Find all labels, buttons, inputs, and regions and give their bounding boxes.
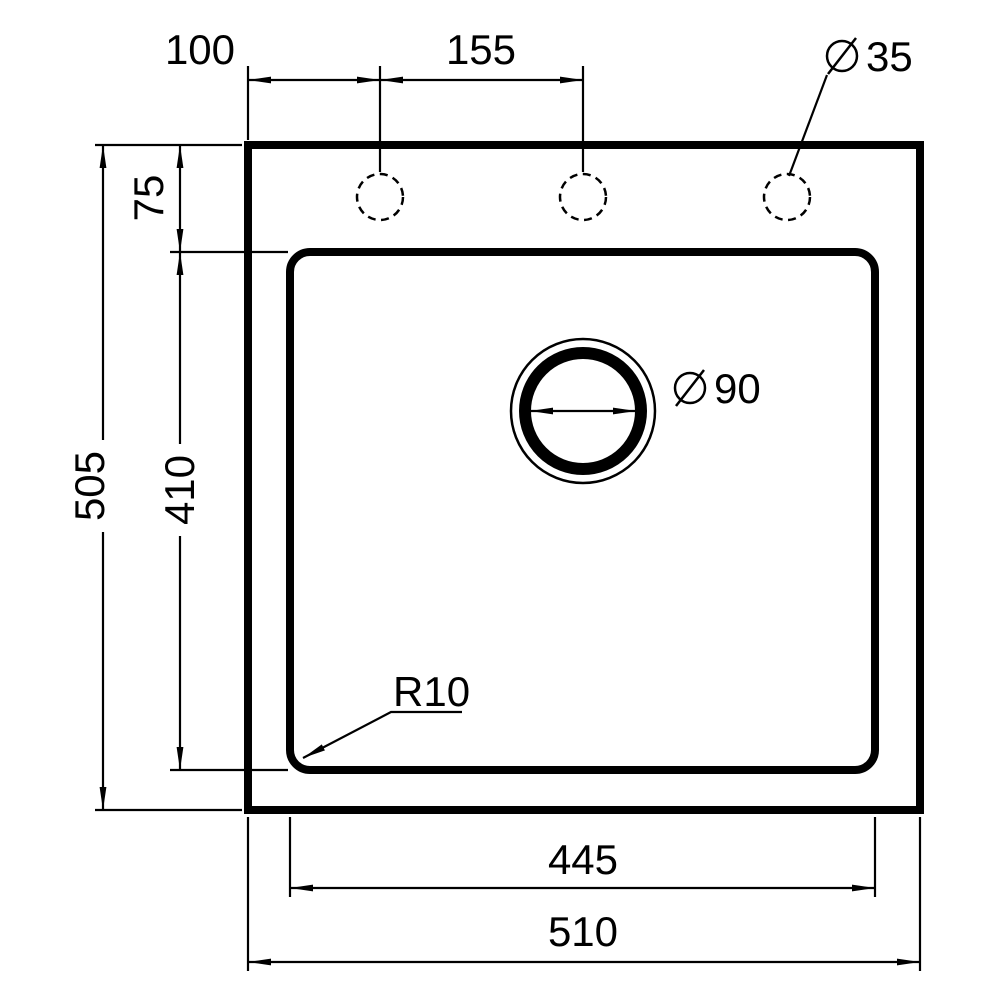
dim-label-100: 100 xyxy=(165,26,235,73)
sink-outline xyxy=(244,141,924,814)
dim-label-r10: R10 xyxy=(393,668,470,715)
drain xyxy=(509,337,657,485)
faucet-hole-right xyxy=(762,172,812,222)
dim-label-410: 410 xyxy=(156,455,203,525)
faucet-hole-center xyxy=(558,172,608,222)
dim-label-75: 75 xyxy=(125,175,172,222)
dim-label-505: 505 xyxy=(66,451,113,521)
diameter-symbol-90 xyxy=(673,369,707,407)
dimension-labels: 100 155 35 75 505 410 90 R10 445 510 xyxy=(66,26,913,955)
diameter-icon-slash xyxy=(675,369,705,407)
sink-bowl-edge xyxy=(286,248,879,774)
hole-diameter-leader xyxy=(787,74,829,177)
diameter-icon xyxy=(673,371,707,405)
dim-label-155: 155 xyxy=(446,26,516,73)
corner-radius-leader xyxy=(302,710,462,759)
dim-label-510: 510 xyxy=(548,908,618,955)
leader-lines xyxy=(302,74,829,759)
drain-outer-circle xyxy=(509,337,657,485)
diameter-icon xyxy=(825,39,859,73)
label-mask xyxy=(70,440,108,532)
diameter-icon-slash xyxy=(827,37,857,75)
drain-ring xyxy=(519,347,647,475)
sink-outer-edge xyxy=(244,141,924,814)
faucet-hole-left xyxy=(355,172,405,222)
dim-label-445: 445 xyxy=(548,836,618,883)
dim-label-35: 35 xyxy=(866,33,913,80)
label-mask xyxy=(160,444,198,536)
diameter-symbol-35 xyxy=(825,37,859,75)
dimension-lines xyxy=(99,76,920,966)
faucet-holes xyxy=(355,172,812,222)
dim-label-90: 90 xyxy=(714,365,761,412)
extension-lines xyxy=(95,66,922,971)
